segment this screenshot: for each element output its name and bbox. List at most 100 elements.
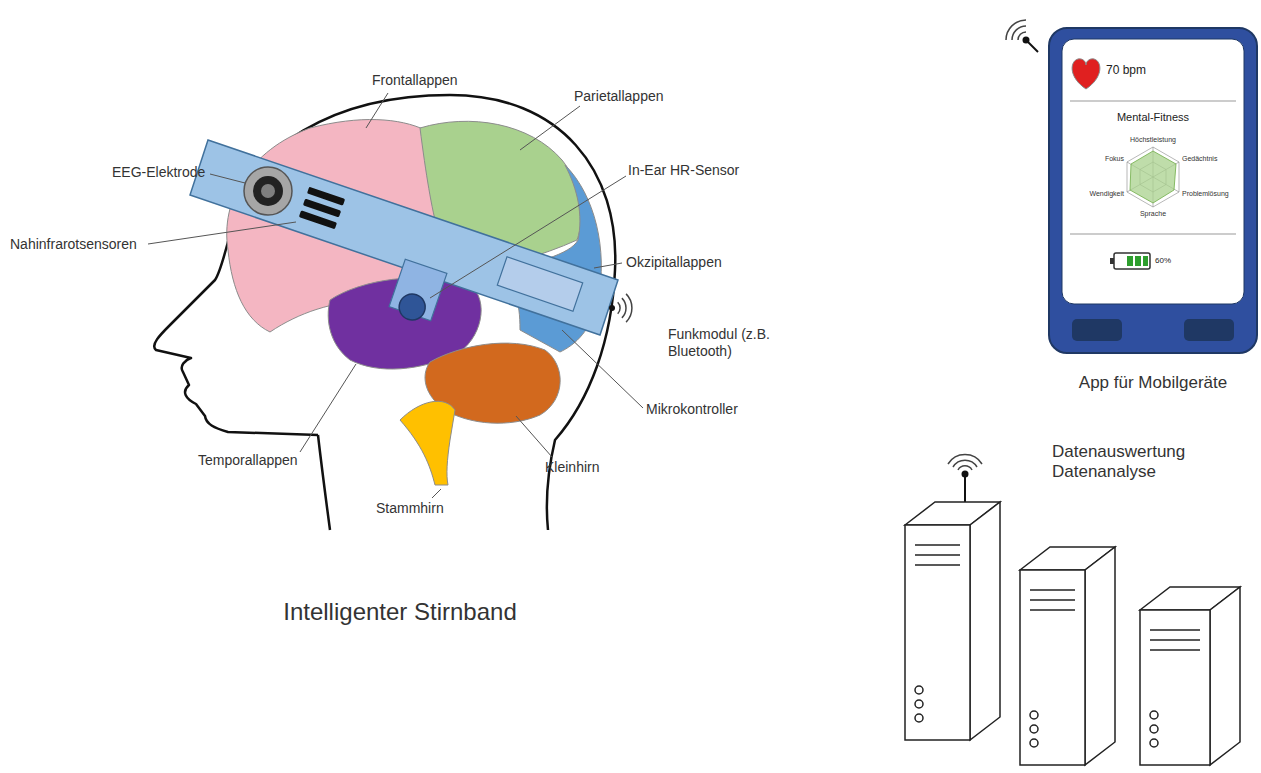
radio-arc <box>953 460 977 467</box>
leader-line <box>366 93 388 128</box>
server-side <box>970 502 1000 740</box>
server-group: Datenauswertung Datenanalyse <box>895 440 1258 770</box>
server-side <box>1210 587 1240 765</box>
part-label: EEG-Elektrode <box>112 164 205 181</box>
radar-chart <box>1127 147 1179 207</box>
server-towers <box>905 502 1240 765</box>
divider <box>1070 101 1236 102</box>
headband <box>190 140 632 335</box>
phone-app: App für Mobilgeräte70 bpmMental-FitnessH… <box>1048 27 1258 354</box>
server-heading: Datenauswertung Datenanalyse <box>1052 442 1217 483</box>
radar-values <box>1130 151 1176 203</box>
server-side <box>1085 547 1115 765</box>
server-slot <box>915 554 960 556</box>
server-led <box>1150 739 1158 747</box>
part-label: Frontallappen <box>372 72 458 89</box>
part-label: Okzipitallappen <box>626 254 722 271</box>
nir-sensor <box>299 210 337 229</box>
radio-arc <box>622 298 626 318</box>
server-front <box>905 525 970 740</box>
server-slot <box>1150 649 1200 651</box>
server-led <box>1030 725 1038 733</box>
server-led <box>1150 725 1158 733</box>
leader-line <box>300 364 356 452</box>
radio-arc <box>618 302 620 313</box>
battery-level: 60% <box>1155 256 1195 266</box>
server-led <box>1030 739 1038 747</box>
part-label: Stammhirn <box>376 500 444 517</box>
radio-arc <box>948 455 982 464</box>
heart-icon <box>1072 59 1100 89</box>
leader-line <box>594 263 622 268</box>
radar-axis-label: Wendigkeit <box>1064 190 1124 198</box>
phone-button <box>1184 319 1234 341</box>
radio-arc <box>1006 20 1026 40</box>
part-label: Funkmodul (z.B. Bluetooth) <box>668 326 786 360</box>
radar-axis-label: Höchstleistung <box>1103 136 1203 144</box>
server-slot <box>1150 639 1200 641</box>
part-label: Nahinfrarotsensoren <box>10 236 137 253</box>
server-slot <box>915 544 960 546</box>
part-label: Temporallappen <box>198 452 298 469</box>
eeg-electrode <box>253 176 283 206</box>
radio-arc <box>1012 26 1026 40</box>
phone <box>1049 28 1257 353</box>
battery-bar <box>1135 256 1141 266</box>
radar-axis-label: Sprache <box>1103 210 1203 218</box>
server-led <box>1150 711 1158 719</box>
part-label: Parietallappen <box>574 88 664 105</box>
server-tower <box>905 502 1000 740</box>
server-slot <box>1030 589 1075 591</box>
microcontroller <box>497 257 582 311</box>
microcontroller-box <box>497 257 582 311</box>
server-slot <box>1150 629 1200 631</box>
server-slot <box>1030 609 1075 611</box>
radio-icon <box>948 455 982 502</box>
headband-strap <box>190 140 618 335</box>
server-front <box>1140 610 1210 765</box>
part-label: In-Ear HR-Sensor <box>628 162 739 179</box>
battery-tip <box>1110 258 1114 264</box>
battery-bar <box>1127 256 1133 266</box>
leader-line <box>520 106 580 150</box>
radar-axis-label: Fokus <box>1064 155 1124 163</box>
radio-arc <box>1018 32 1026 40</box>
server-tower <box>1140 587 1240 765</box>
server-slot <box>915 564 960 566</box>
radio-dot <box>1023 37 1030 44</box>
radio-dot <box>962 471 969 478</box>
phone-button <box>1072 319 1122 341</box>
leader-line <box>148 222 296 244</box>
part-label: Mikrokontroller <box>646 401 738 418</box>
battery-icon <box>1110 253 1150 269</box>
leader-line <box>516 416 552 457</box>
antenna-stick <box>964 474 966 502</box>
screen-heading: Mental-Fitness <box>1062 111 1244 124</box>
server-led <box>915 714 923 722</box>
divider <box>1070 234 1236 235</box>
radio-arc <box>958 466 972 470</box>
radio-waves <box>609 294 632 322</box>
device-caption: App für Mobilgeräte <box>1038 373 1261 393</box>
radar-axis-label: Gedächtnis <box>1182 155 1242 163</box>
phone-frame <box>1049 28 1257 353</box>
server-led <box>1030 711 1038 719</box>
server-led <box>915 686 923 694</box>
radar-axis-label: Problemlösung <box>1182 190 1242 198</box>
leader-line <box>430 176 626 298</box>
phone-screen <box>1062 39 1244 304</box>
leader-line <box>432 489 441 498</box>
eeg-electrode <box>261 184 275 198</box>
in-ear-sensor-dot <box>396 291 429 324</box>
figure-caption: Intelligenter Stirnband <box>283 598 516 627</box>
server-tower <box>1020 547 1115 765</box>
leader-line <box>562 330 643 408</box>
nir-sensors <box>299 187 345 230</box>
server-slot <box>1030 599 1075 601</box>
radio-dot <box>609 305 615 311</box>
leader-line <box>210 174 245 183</box>
heart-rate: 70 bpm <box>1106 63 1206 77</box>
radio-arc <box>626 294 632 322</box>
